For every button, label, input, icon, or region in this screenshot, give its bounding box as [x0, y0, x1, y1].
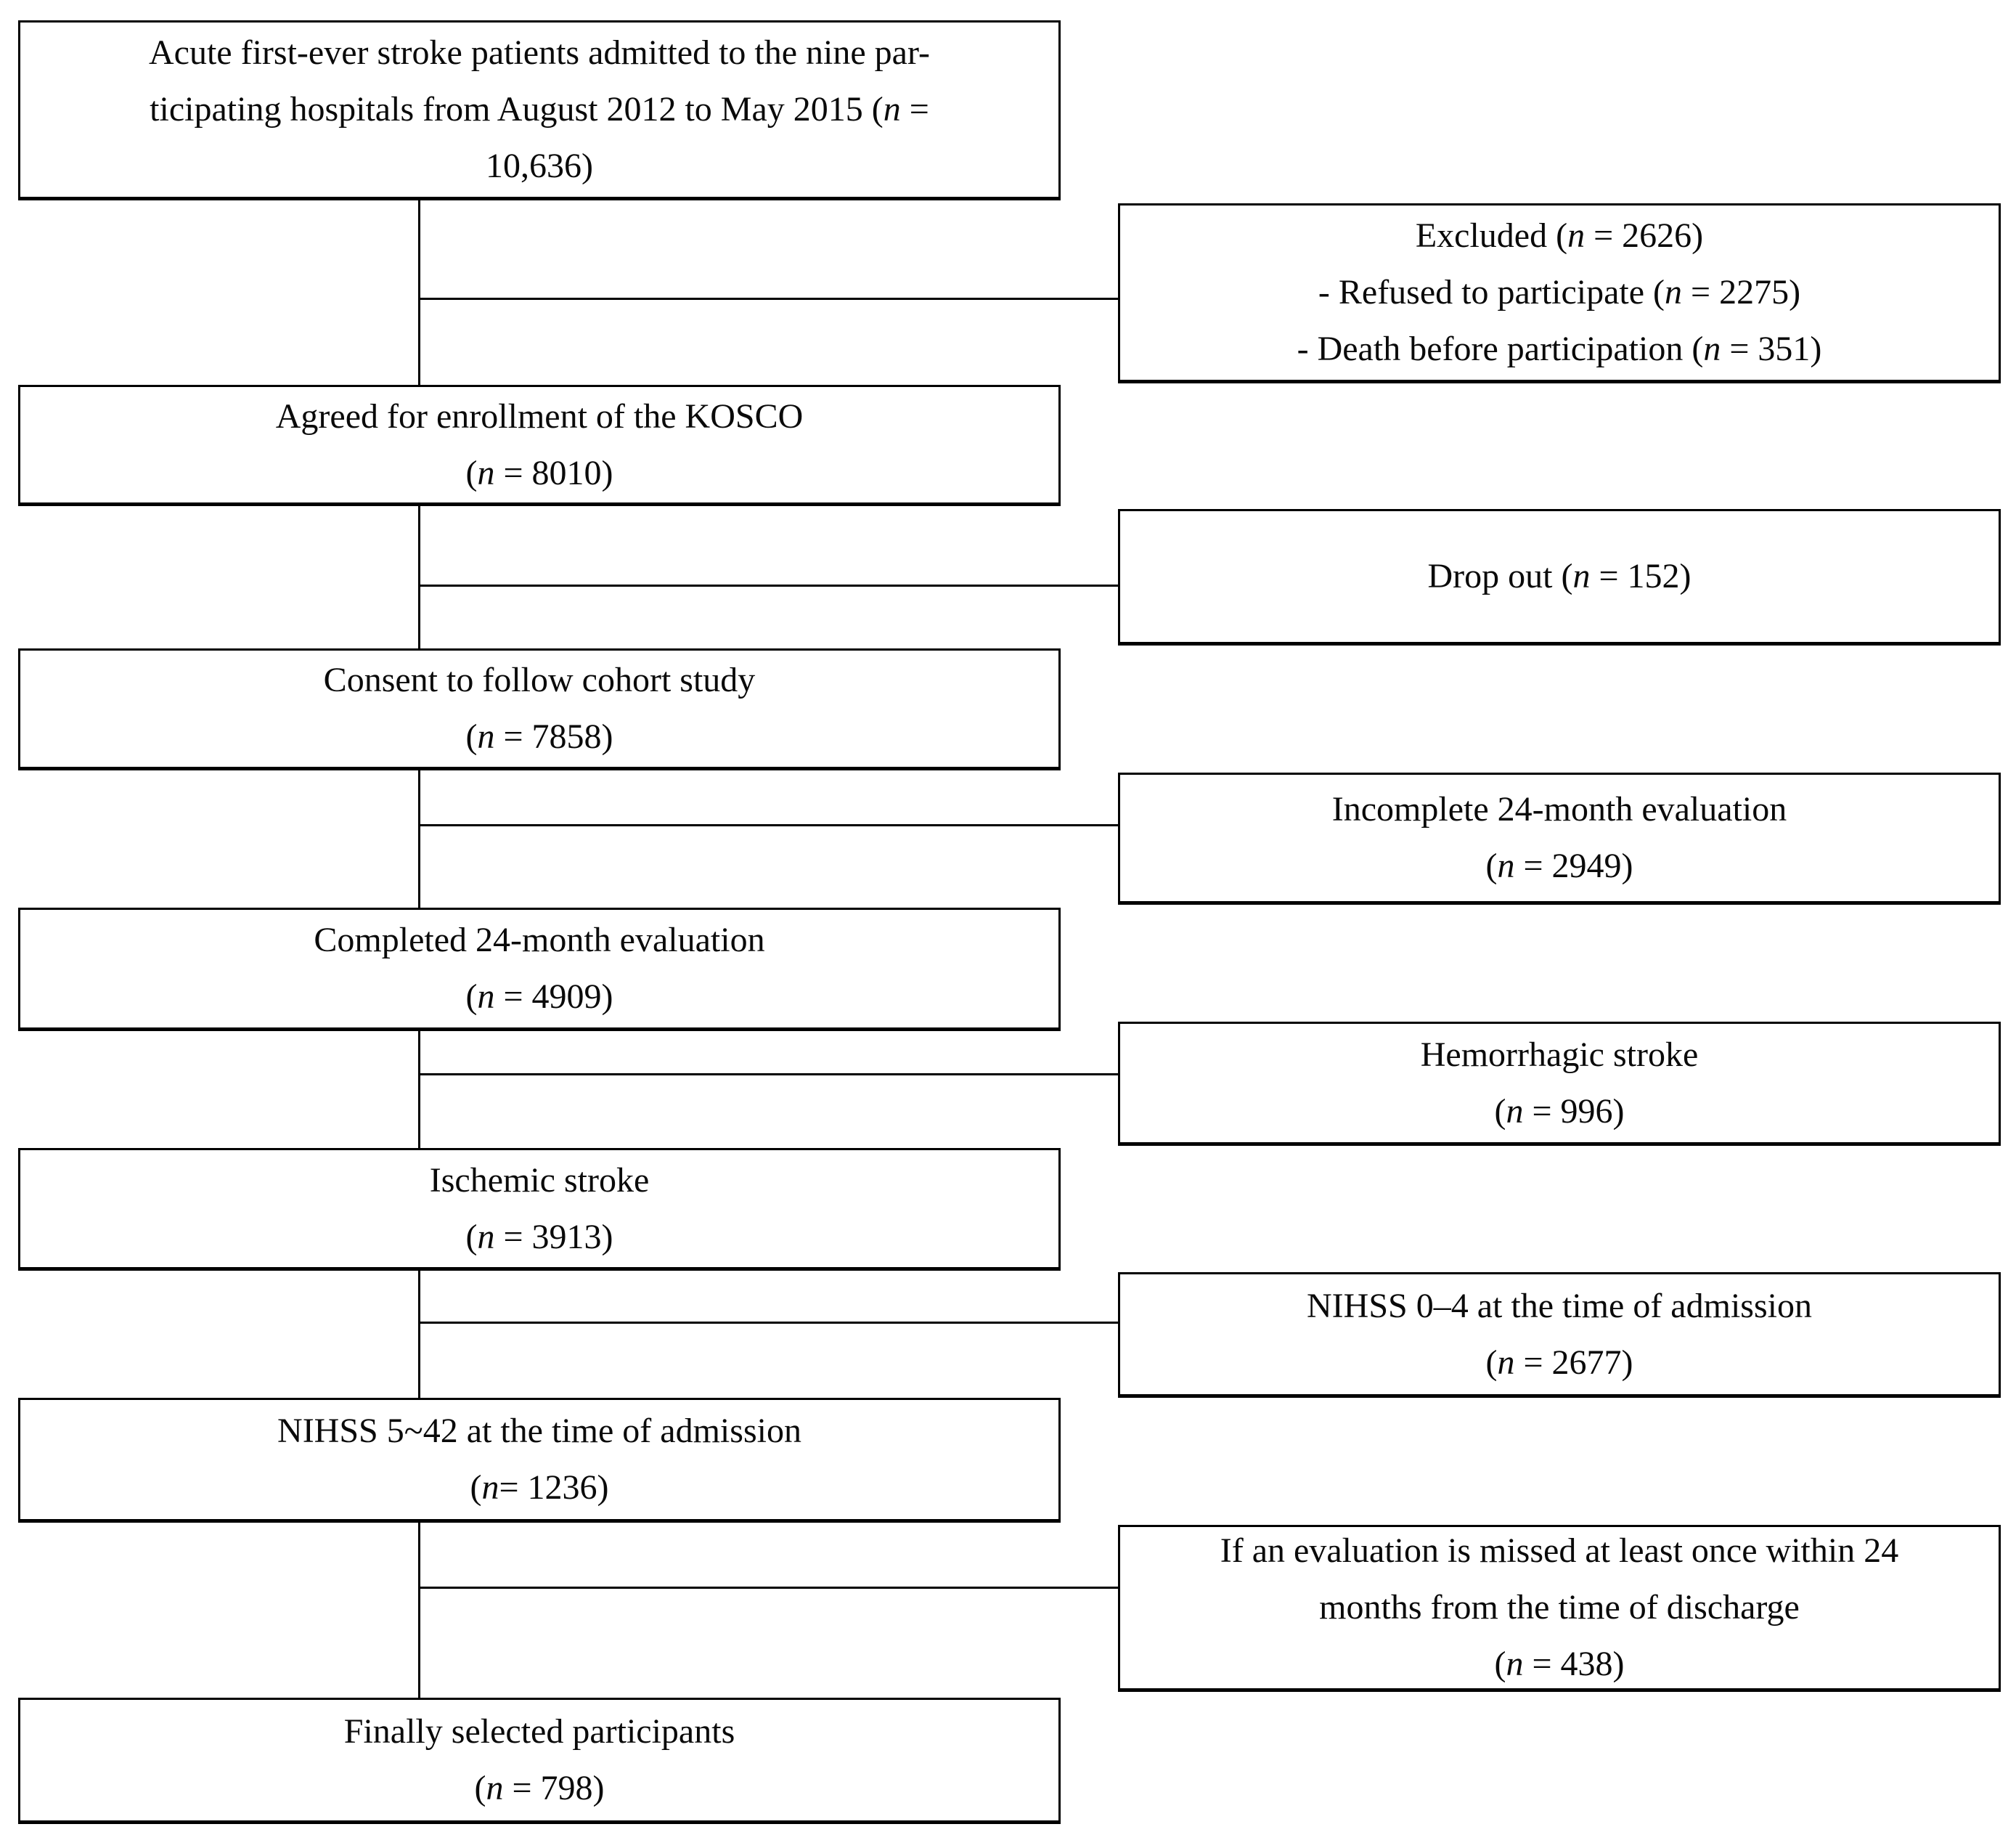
text-line: (n= 1236) [470, 1468, 609, 1507]
text-line: months from the time of discharge [1319, 1588, 1800, 1627]
connector-branch-drop-out [419, 585, 1118, 587]
box-completed-evaluation: Completed 24-month evaluation (n = 4909) [18, 908, 1061, 1031]
text-line: Completed 24-month evaluation [314, 921, 765, 959]
text-line: Drop out (n = 152) [1427, 557, 1691, 595]
connector-branch-hemorrhagic [419, 1073, 1118, 1075]
connector-branch-missed [419, 1587, 1118, 1589]
text-line: (n = 798) [474, 1769, 605, 1807]
connector-vertical-4 [418, 1031, 420, 1148]
connector-vertical-3 [418, 770, 420, 908]
connector-vertical-1 [418, 200, 420, 385]
box-incomplete-evaluation: Incomplete 24-month evaluation (n = 2949… [1118, 773, 2001, 905]
text-line: If an evaluation is missed at least once… [1220, 1531, 1899, 1570]
connector-branch-nihss-0-4 [419, 1322, 1118, 1324]
connector-vertical-5 [418, 1271, 420, 1398]
text-line: Ischemic stroke [429, 1160, 650, 1200]
text-line: (n = 7858) [465, 717, 613, 756]
box-missed-evaluation: If an evaluation is missed at least once… [1118, 1525, 2001, 1692]
text-line: 10,636) [486, 147, 593, 185]
text-line: NIHSS 0–4 at the time of admission [1307, 1286, 1812, 1325]
text-line: ticipating hospitals from August 2012 to… [150, 90, 929, 129]
text-line: Excluded (n = 2626) [1415, 216, 1704, 255]
text-line: - Refused to participate (n = 2275) [1318, 273, 1801, 312]
box-nihss-0-4: NIHSS 0–4 at the time of admission (n = … [1118, 1272, 2001, 1398]
text-line: (n = 996) [1494, 1091, 1625, 1131]
box-finally-selected: Finally selected participants (n = 798) [18, 1698, 1061, 1824]
connector-vertical-2 [418, 506, 420, 648]
text-line: Agreed for enrollment of the KOSCO [275, 396, 804, 436]
text-line: Incomplete 24-month evaluation [1331, 790, 1787, 829]
connector-branch-incomplete [419, 824, 1118, 826]
box-excluded: Excluded (n = 2626) - Refused to partici… [1118, 203, 2001, 383]
box-agreed-enrollment: Agreed for enrollment of the KOSCO (n = … [18, 385, 1061, 506]
text-line: (n = 438) [1494, 1645, 1625, 1683]
connector-branch-excluded [419, 298, 1118, 300]
box-hemorrhagic-stroke: Hemorrhagic stroke (n = 996) [1118, 1022, 2001, 1146]
box-consent-cohort: Consent to follow cohort study (n = 7858… [18, 648, 1061, 770]
box-drop-out: Drop out (n = 152) [1118, 509, 2001, 646]
box-nihss-5-42: NIHSS 5~42 at the time of admission (n= … [18, 1398, 1061, 1523]
text-line: Hemorrhagic stroke [1420, 1035, 1699, 1074]
text-line: Acute first-ever stroke patients admitte… [149, 33, 930, 72]
text-line: (n = 3913) [465, 1217, 613, 1256]
box-admitted: Acute first-ever stroke patients admitte… [18, 20, 1061, 200]
text-line: (n = 8010) [465, 453, 613, 492]
text-line: - Death before participation (n = 351) [1297, 330, 1822, 368]
text-line: NIHSS 5~42 at the time of admission [277, 1412, 801, 1450]
text-line: Consent to follow cohort study [323, 661, 756, 699]
text-line: Finally selected participants [343, 1712, 735, 1751]
text-line: (n = 4909) [465, 977, 613, 1016]
connector-vertical-6 [418, 1523, 420, 1698]
text-line: (n = 2677) [1485, 1343, 1633, 1382]
text-line: (n = 2949) [1485, 847, 1633, 885]
box-ischemic-stroke: Ischemic stroke (n = 3913) [18, 1148, 1061, 1271]
